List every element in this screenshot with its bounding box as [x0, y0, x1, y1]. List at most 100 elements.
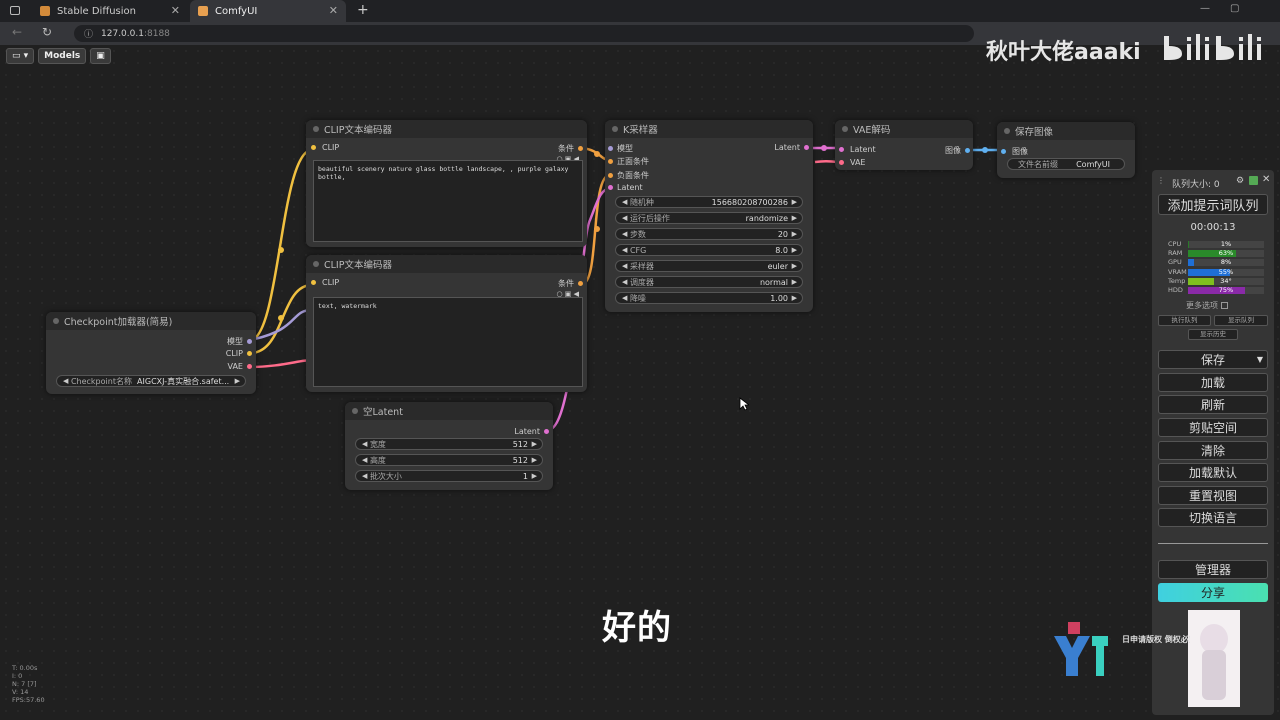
monitor-bar-fill: [1188, 259, 1195, 267]
clipspace-button[interactable]: 剪贴空间: [1158, 418, 1268, 437]
latent-output-slot[interactable]: Latent: [774, 143, 809, 152]
tab-stable-diffusion[interactable]: Stable Diffusion ✕: [32, 0, 188, 22]
image-input-slot[interactable]: 图像: [1001, 146, 1028, 157]
drag-handle-icon[interactable]: ⋮: [1157, 176, 1165, 185]
monitor-bar: 1%: [1188, 240, 1264, 248]
save-button[interactable]: 保存▼: [1158, 350, 1268, 369]
close-tab-icon[interactable]: ✕: [170, 4, 180, 17]
divider: [1158, 543, 1268, 544]
manager-button[interactable]: 管理器: [1158, 560, 1268, 579]
positive-prompt-textarea[interactable]: beautiful scenery nature glass bottle la…: [313, 160, 583, 242]
show-history-button[interactable]: 显示历史: [1188, 329, 1238, 340]
maximize-icon[interactable]: ▢: [1230, 3, 1240, 14]
workflow-menu-button[interactable]: ▭ ▾: [6, 48, 35, 64]
load-button[interactable]: 加载: [1158, 373, 1268, 392]
preview-toggle-icons[interactable]: ○ ▣ ◀: [556, 155, 579, 163]
image-icon[interactable]: [1249, 176, 1258, 185]
conditioning-output-slot[interactable]: 条件: [558, 143, 583, 154]
stat-time: T: 0.00s: [12, 664, 38, 672]
browser-chrome: Stable Diffusion ✕ ComfyUI ✕ + — ▢ ← ↻ ⓘ…: [0, 0, 1280, 45]
minimize-icon[interactable]: —: [1200, 3, 1210, 14]
monitor-bar-fill: [1188, 287, 1245, 294]
preview-toggle-icons[interactable]: ○ ▣ ◀: [556, 290, 579, 298]
clip-output-slot[interactable]: CLIP: [226, 349, 252, 358]
monitor-bar-fill: [1188, 250, 1236, 258]
positive-input-slot[interactable]: 正面条件: [608, 156, 649, 167]
sd-favicon-icon: [40, 6, 50, 16]
negative-input-slot[interactable]: 负面条件: [608, 170, 649, 181]
monitor-value: 63%: [1218, 249, 1234, 258]
queue-size-label: 队列大小: 0: [1172, 180, 1220, 190]
tab-actions-icon[interactable]: [10, 6, 20, 15]
models-button[interactable]: Models: [38, 48, 87, 64]
negative-prompt-textarea[interactable]: text, watermark: [313, 297, 583, 387]
image-output-slot[interactable]: 图像: [945, 145, 970, 156]
more-options-toggle[interactable]: 更多选项: [1186, 300, 1228, 311]
info-icon: ⓘ: [84, 30, 94, 40]
checkpoint-name-widget[interactable]: ◀ Checkpoint名称 AIGCXJ-真实融合.safet...▶: [56, 375, 246, 387]
tab-comfyui[interactable]: ComfyUI ✕: [190, 0, 346, 22]
top-toolbar: ▭ ▾ Models ▣: [6, 48, 111, 64]
new-tab-icon[interactable]: +: [357, 2, 369, 18]
clip-input-slot[interactable]: CLIP: [311, 143, 339, 152]
checkpoint-loader-node[interactable]: Checkpoint加载器(简易) 模型 CLIP VAE ◀ Checkpoi…: [46, 312, 256, 394]
show-queue-button[interactable]: 显示队列: [1214, 315, 1268, 326]
model-output-slot[interactable]: 模型: [227, 336, 252, 347]
close-tab-icon[interactable]: ✕: [328, 4, 338, 17]
vae-output-slot[interactable]: VAE: [228, 362, 252, 371]
tab-bar: Stable Diffusion ✕ ComfyUI ✕ + — ▢: [0, 0, 1280, 22]
reload-icon[interactable]: ↻: [42, 25, 53, 39]
url-input[interactable]: ⓘ 127.0.0.1:8188: [74, 25, 974, 42]
url-port: :8188: [143, 28, 170, 39]
node-title: K采样器: [605, 120, 813, 138]
latent-output-slot[interactable]: Latent: [514, 427, 549, 436]
monitor-bar: 55%: [1188, 268, 1264, 276]
clip-input-slot[interactable]: CLIP: [311, 278, 339, 287]
tab-label: Stable Diffusion: [57, 5, 137, 17]
latent-input-slot[interactable]: Latent: [839, 145, 876, 154]
close-panel-icon[interactable]: ✕: [1262, 174, 1271, 185]
folder-icon: ▭ ▾: [12, 51, 29, 61]
node-title: Checkpoint加载器(简易): [46, 312, 256, 330]
add-to-queue-button[interactable]: 添加提示词队列: [1158, 194, 1268, 215]
monitor-bar-fill: [1188, 241, 1189, 248]
load-default-button[interactable]: 加载默认: [1158, 463, 1268, 482]
anime-character-thumbnail: [1188, 610, 1240, 707]
save-icon-button[interactable]: ▣: [90, 48, 111, 64]
latent-input-slot[interactable]: Latent: [608, 183, 643, 192]
share-button[interactable]: 分享: [1158, 583, 1268, 602]
exec-queue-button[interactable]: 执行队列: [1158, 315, 1211, 326]
refresh-button[interactable]: 刷新: [1158, 395, 1268, 414]
timer-display: 00:00:13: [1190, 222, 1236, 233]
monitor-bar: 8%: [1188, 258, 1264, 267]
clear-button[interactable]: 清除: [1158, 441, 1268, 460]
settings-icon[interactable]: ⚙: [1236, 176, 1245, 186]
monitor-bar: 75%: [1188, 286, 1264, 294]
vae-input-slot[interactable]: VAE: [839, 158, 866, 167]
model-input-slot[interactable]: 模型: [608, 143, 633, 154]
reset-view-button[interactable]: 重置视图: [1158, 486, 1268, 505]
clip-text-encode-positive-node[interactable]: CLIP文本编码器 CLIP 条件 ○ ▣ ◀ beautiful scener…: [306, 120, 587, 247]
clip-text-encode-negative-node[interactable]: CLIP文本编码器 CLIP 条件 ○ ▣ ◀ text, watermark: [306, 255, 587, 392]
dropdown-arrow-icon[interactable]: ▼: [1256, 355, 1263, 364]
switch-language-button[interactable]: 切换语言: [1158, 508, 1268, 527]
mouse-cursor-icon: [739, 397, 749, 411]
conditioning-output-slot[interactable]: 条件: [558, 278, 583, 289]
vae-decode-node[interactable]: VAE解码 Latent VAE 图像: [835, 120, 973, 170]
back-icon[interactable]: ←: [12, 25, 23, 39]
